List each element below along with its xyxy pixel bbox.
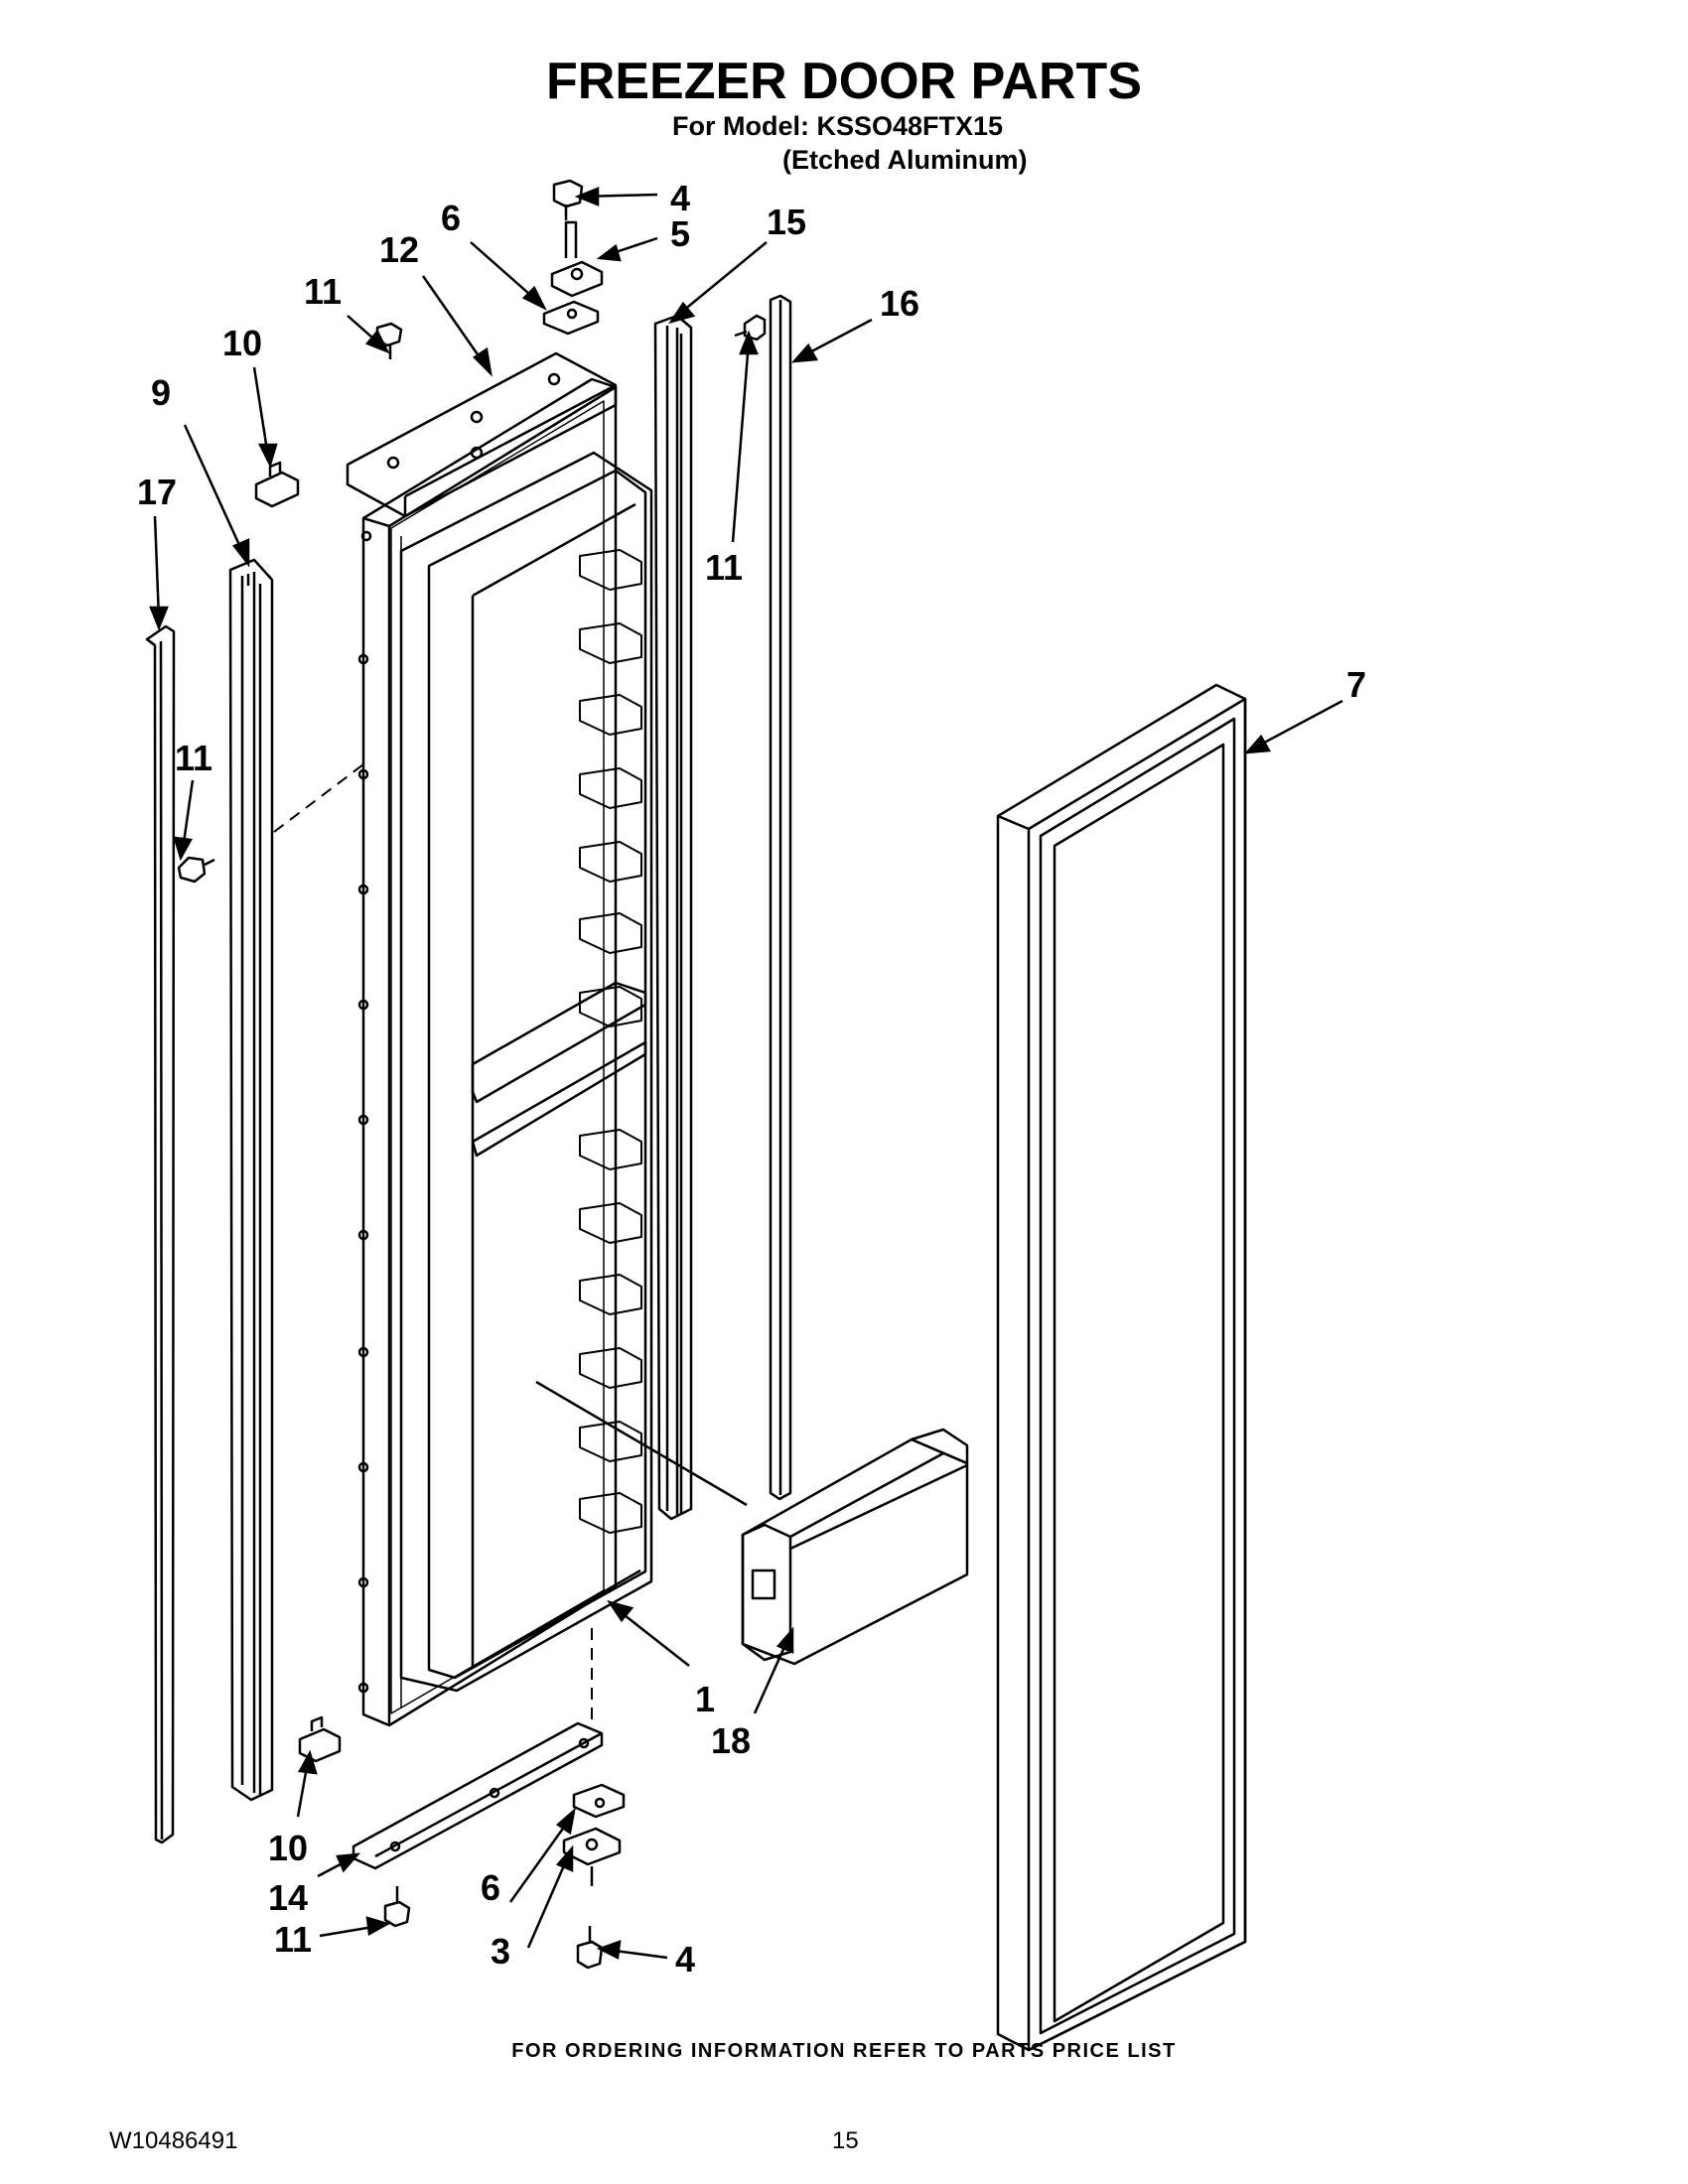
top-hinge-part-5	[550, 220, 604, 298]
callout-7: 7	[1346, 664, 1366, 705]
bottom-hinge-part-3	[562, 1827, 622, 1886]
door-bin-part-18	[741, 1428, 969, 1666]
model-line: For Model: KSSO48FTX15	[672, 111, 1004, 141]
handle-trim-part-9	[228, 558, 274, 1802]
callout-10-top: 10	[222, 323, 262, 363]
callout-14: 14	[268, 1877, 308, 1918]
handle-trim-part-15	[653, 314, 693, 1521]
callout-12: 12	[379, 229, 419, 270]
callout-9: 9	[151, 372, 171, 413]
callout-4-bottom: 4	[675, 1939, 695, 1979]
callout-15: 15	[767, 202, 806, 242]
finish-line: (Etched Aluminum)	[782, 145, 1028, 175]
callout-11-left: 11	[175, 738, 212, 778]
door-stop-clip-part-10-top	[254, 461, 300, 508]
callout-5: 5	[670, 213, 690, 254]
document-number: W10486491	[109, 2127, 238, 2154]
callout-1: 1	[695, 1679, 715, 1719]
callout-18: 18	[711, 1720, 751, 1761]
ordering-note: FOR ORDERING INFORMATION REFER TO PARTS …	[511, 2040, 1177, 2062]
screw-part-4-top	[552, 179, 584, 220]
leader-lines	[149, 187, 1343, 1960]
callout-6-top: 6	[441, 198, 461, 238]
screw-part-4-bottom	[576, 1926, 604, 1970]
trim-strip-part-17	[145, 624, 176, 1844]
screw-part-11-left	[177, 856, 215, 884]
callout-labels: 4 5 6 12 11 10 9 17 11 15 16 11 7 1 18 1…	[137, 178, 1366, 1979]
door-panel-part-7	[996, 683, 1247, 2052]
screw-part-11-bottom	[383, 1886, 411, 1928]
trim-strip-part-16	[769, 294, 792, 1501]
callout-16: 16	[880, 283, 919, 324]
callout-3: 3	[491, 1931, 510, 1972]
callout-17: 17	[137, 472, 177, 512]
page-number: 15	[832, 2127, 859, 2154]
callout-11-right: 11	[705, 547, 743, 588]
callout-11-top: 11	[304, 271, 342, 312]
callout-6-bottom: 6	[481, 1867, 500, 1908]
hinge-shim-part-6-top	[542, 300, 600, 336]
callout-10-bottom: 10	[268, 1828, 308, 1868]
top-hinge-bracket-part-12	[346, 351, 618, 518]
page-title: FREEZER DOOR PARTS	[546, 53, 1142, 110]
door-stop-clip-part-10-bottom	[298, 1715, 342, 1763]
door-liner-part-1	[357, 377, 653, 1727]
screw-part-11-right	[734, 314, 767, 341]
callout-11-bottom: 11	[274, 1919, 312, 1960]
callout-4-top: 4	[670, 178, 690, 218]
hinge-shim-part-6-bottom	[572, 1783, 626, 1819]
